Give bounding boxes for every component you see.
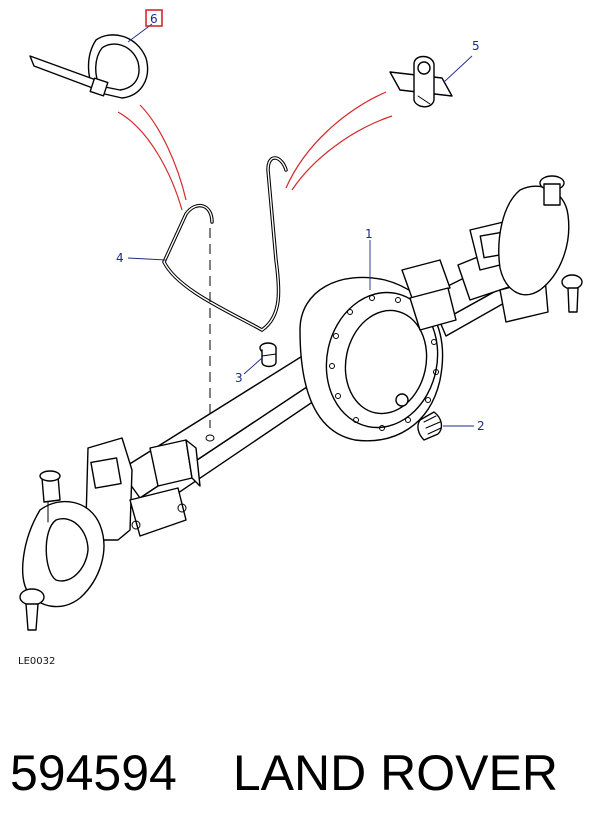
diagram-reference-code: LE0032 [18,656,55,667]
breather-fitting [259,342,277,368]
breather-pipe [162,156,288,333]
drain-plug [417,411,443,441]
caption-line: 594594 LAND ROVER [10,738,595,808]
red-guide-lines [117,91,393,211]
cable-tie [29,34,149,99]
axle-parts-diagram: 1 2 3 4 5 6 LE0032 [18,9,583,667]
callout-6: 6 [150,12,158,26]
callout-1: 1 [365,227,373,241]
callout-3: 3 [235,371,243,385]
callout-5: 5 [472,39,480,53]
callout-4: 4 [116,251,124,265]
callout-6-highlight-box [145,9,163,27]
brand-name: LAND ROVER [232,745,558,801]
axle-housing [19,175,583,631]
leader-lines [127,23,474,427]
callout-2: 2 [477,419,485,433]
part-number: 594594 [10,745,177,801]
pipe-clip [389,55,453,108]
